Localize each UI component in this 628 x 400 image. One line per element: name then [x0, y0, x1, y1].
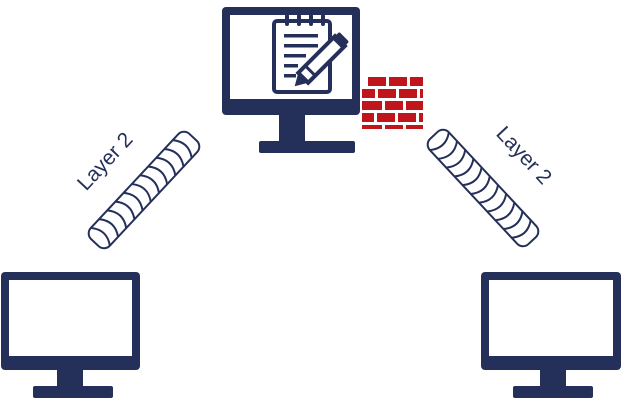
left-computer-icon — [1, 272, 140, 398]
firewall-icon — [362, 77, 423, 129]
right-computer-icon — [481, 272, 621, 398]
right-tunnel-icon — [426, 128, 540, 248]
document-edit-icon — [272, 14, 349, 94]
left-tunnel-icon — [87, 130, 201, 250]
right-link-label: Layer 2 — [491, 122, 556, 189]
left-link-label: Layer 2 — [73, 128, 138, 195]
